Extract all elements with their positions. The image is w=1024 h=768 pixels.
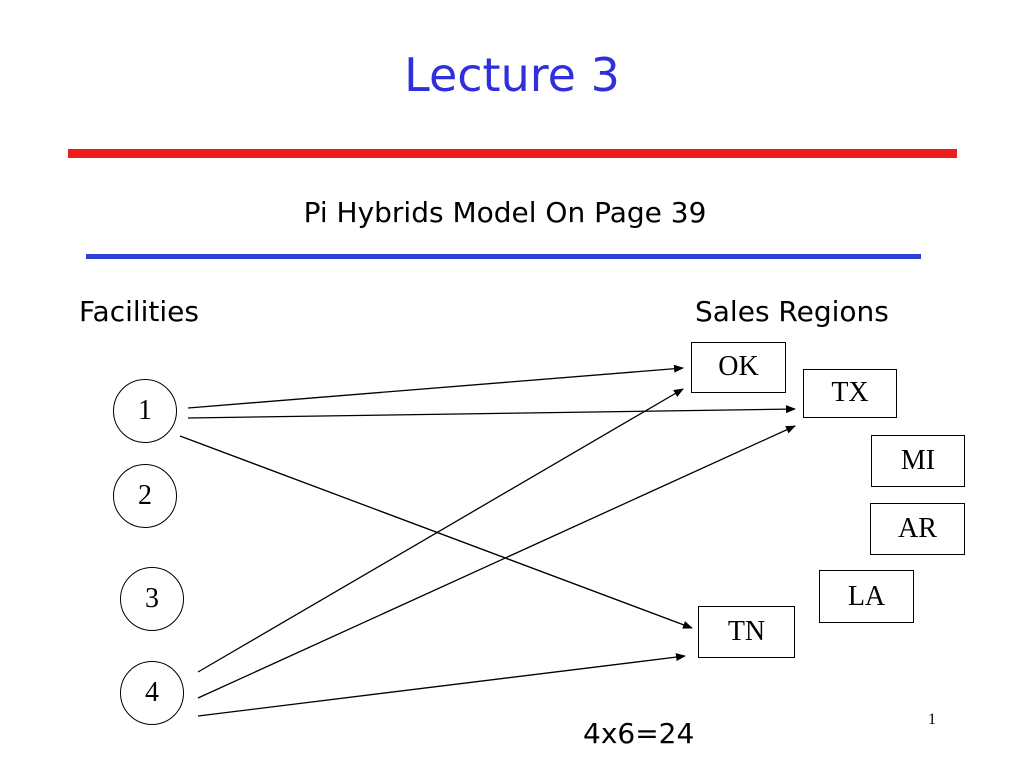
slide-number: 1 xyxy=(928,711,936,728)
facility-node-1: 1 xyxy=(113,379,177,443)
combination-formula: 4x6=24 xyxy=(583,717,695,750)
edge-1-ok xyxy=(187,364,684,409)
edge-4-tx xyxy=(197,425,796,699)
red-divider xyxy=(68,149,957,158)
region-box-tx: TX xyxy=(803,369,897,418)
facilities-header: Facilities xyxy=(79,295,199,328)
facility-node-4: 4 xyxy=(120,661,184,725)
slide-title: Lecture 3 xyxy=(404,48,620,102)
facility-node-2: 2 xyxy=(113,464,177,528)
slide-subtitle: Pi Hybrids Model On Page 39 xyxy=(303,196,707,229)
edge-4-tn xyxy=(197,653,686,717)
facility-node-3: 3 xyxy=(120,567,184,631)
region-box-la: LA xyxy=(819,570,914,623)
edge-1-tn xyxy=(179,435,693,629)
region-box-ar: AR xyxy=(870,503,965,555)
edge-4-ok xyxy=(197,388,684,673)
sales-regions-header: Sales Regions xyxy=(695,295,889,328)
region-box-ok: OK xyxy=(691,342,786,393)
edge-1-tx xyxy=(187,405,796,419)
region-box-mi: MI xyxy=(871,435,965,487)
region-box-tn: TN xyxy=(698,606,795,658)
blue-divider xyxy=(86,254,921,259)
